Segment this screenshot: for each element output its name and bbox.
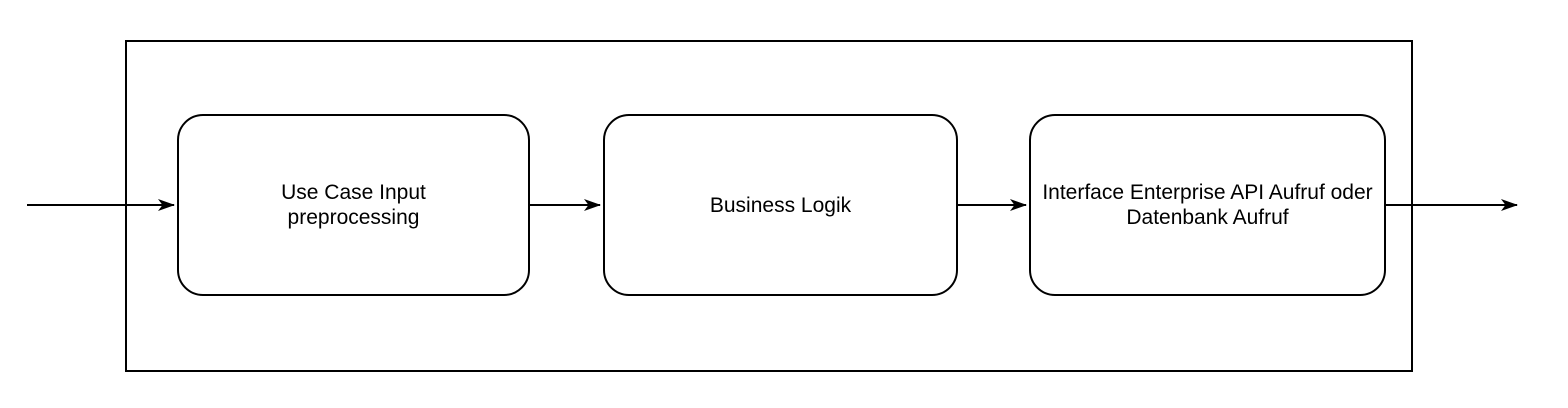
system-boundary-rect — [125, 40, 1413, 372]
node-label-business-logik: Business Logik — [709, 193, 852, 217]
node-label-interface-enterprise-api: Interface Enterprise API Aufruf oder Dat… — [1042, 181, 1373, 229]
node-use-case-input-preprocessing: Use Case Input preprocessing — [177, 114, 530, 296]
node-business-logik: Business Logik — [603, 114, 958, 296]
node-interface-enterprise-api: Interface Enterprise API Aufruf oder Dat… — [1029, 114, 1386, 296]
node-label-use-case-input-preprocessing: Use Case Input preprocessing — [281, 181, 426, 229]
